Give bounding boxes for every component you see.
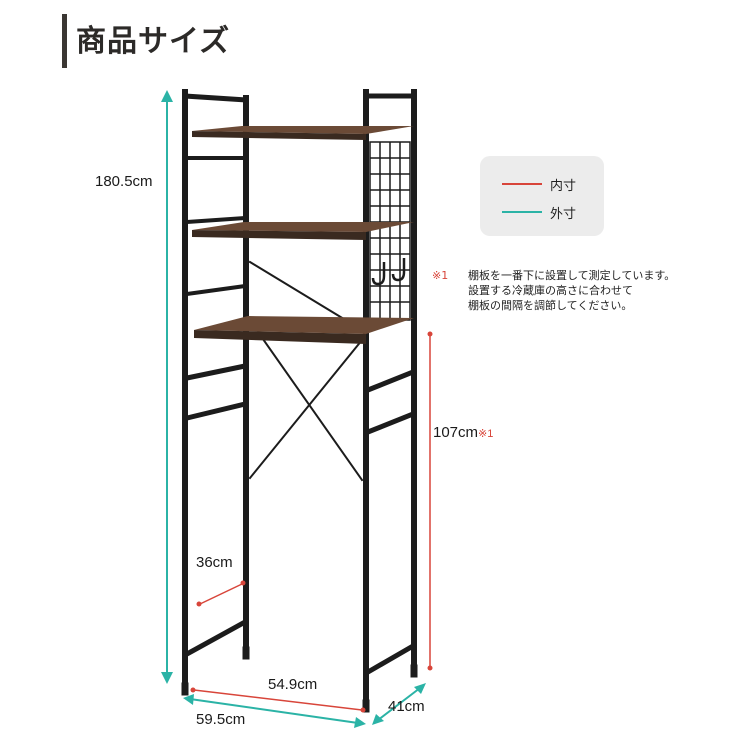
width-inner-label: 54.9cm <box>268 676 318 693</box>
width-outer-label: 59.5cm <box>196 711 246 728</box>
legend-outer-arrow <box>502 211 542 213</box>
legend-inner: 内寸 <box>502 174 576 194</box>
width-outer-arrow <box>183 694 366 728</box>
legend-inner-line <box>502 183 542 185</box>
shelf-bottom <box>194 316 414 344</box>
height-outer-arrow <box>161 90 173 684</box>
shelf-top <box>192 126 414 140</box>
wire-mesh-panel <box>369 141 411 321</box>
legend-box: 内寸 外寸 <box>480 156 604 236</box>
title-accent-bar <box>62 14 67 68</box>
height-inner-arrow <box>427 331 433 671</box>
footnote-line: 棚板の間隔を調節してください。 <box>468 299 633 312</box>
footnote-line: 棚板を一番下に設置して測定しています。 <box>468 269 676 282</box>
height-inner-label: 107cm※1 <box>433 424 493 441</box>
depth-outer-arrow <box>372 683 426 725</box>
legend-outer-label: 外寸 <box>550 206 577 222</box>
shelf-middle <box>192 222 414 240</box>
footnote-line: 設置する冷蔵庫の高さに合わせて <box>468 284 633 297</box>
gap-inner-arrow <box>196 580 246 607</box>
height-inner-ref: ※1 <box>478 428 494 440</box>
footnote-mark: ※1 <box>432 269 449 282</box>
height-inner-value: 107cm <box>433 424 479 441</box>
width-inner-arrow <box>190 687 366 713</box>
legend-outer: 外寸 <box>502 202 576 222</box>
height-outer-label: 180.5cm <box>95 173 153 190</box>
gap-inner-label: 36cm <box>196 554 233 571</box>
legend-inner-label: 内寸 <box>550 178 577 194</box>
depth-outer-label: 41cm <box>388 698 425 715</box>
page-title: 商品サイズ <box>76 24 231 59</box>
rack-frame <box>181 89 418 713</box>
hook-icon <box>371 258 406 286</box>
